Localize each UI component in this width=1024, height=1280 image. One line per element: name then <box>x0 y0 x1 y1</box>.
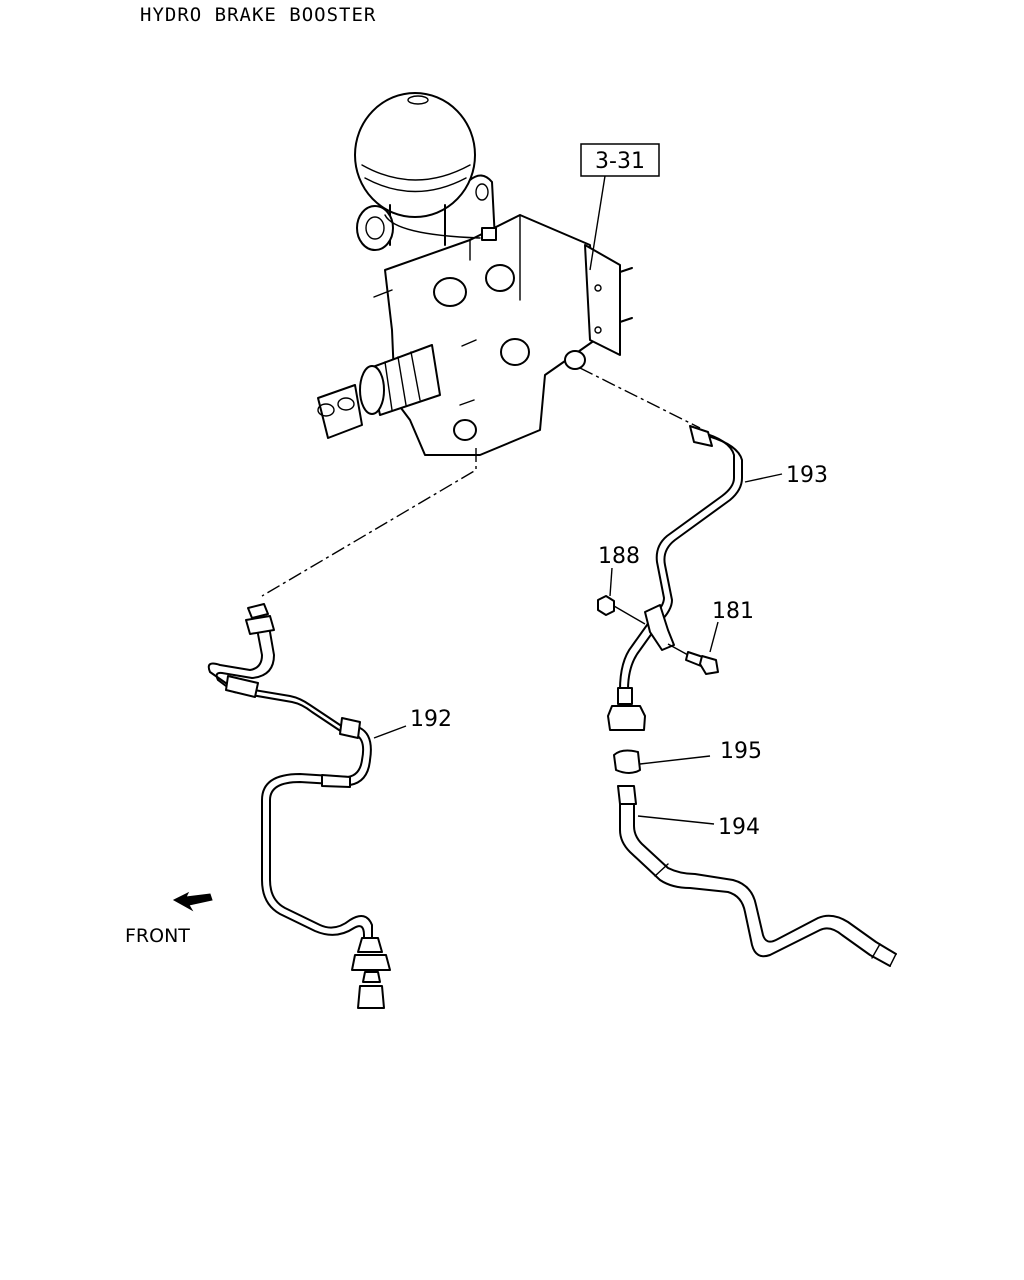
callout-192[interactable]: 192 <box>373 707 452 739</box>
front-arrow-icon <box>172 891 213 912</box>
callout-193-label: 193 <box>786 463 828 488</box>
centerline-192 <box>261 448 477 597</box>
callout-181-label: 181 <box>712 599 754 624</box>
hydro-brake-booster-unit <box>317 92 633 456</box>
nut-188[interactable] <box>597 595 646 625</box>
callout-181[interactable]: 181 <box>709 599 754 653</box>
callout-188-label: 188 <box>598 544 640 569</box>
callout-195-label: 195 <box>720 739 762 764</box>
callout-192-label: 192 <box>410 707 452 732</box>
callout-193[interactable]: 193 <box>744 463 828 488</box>
callout-194[interactable]: 194 <box>637 815 760 840</box>
callout-188[interactable]: 188 <box>598 544 640 597</box>
pipe-193[interactable] <box>607 425 743 731</box>
reference-3-31[interactable]: 3-31 <box>580 143 660 271</box>
centerline-193 <box>579 367 701 429</box>
pipe-192[interactable] <box>207 603 391 1009</box>
reference-3-31-label: 3-31 <box>595 149 645 174</box>
bolt-181[interactable] <box>667 643 719 675</box>
clip-bracket <box>644 604 675 651</box>
callout-195[interactable]: 195 <box>639 739 762 765</box>
diagram-title: HYDRO BRAKE BOOSTER <box>140 4 377 26</box>
front-label: FRONT <box>125 925 190 947</box>
front-direction-indicator: FRONT <box>125 891 213 947</box>
callout-194-label: 194 <box>718 815 760 840</box>
sleeve-195[interactable] <box>613 749 641 774</box>
pipe-194[interactable] <box>617 785 897 967</box>
